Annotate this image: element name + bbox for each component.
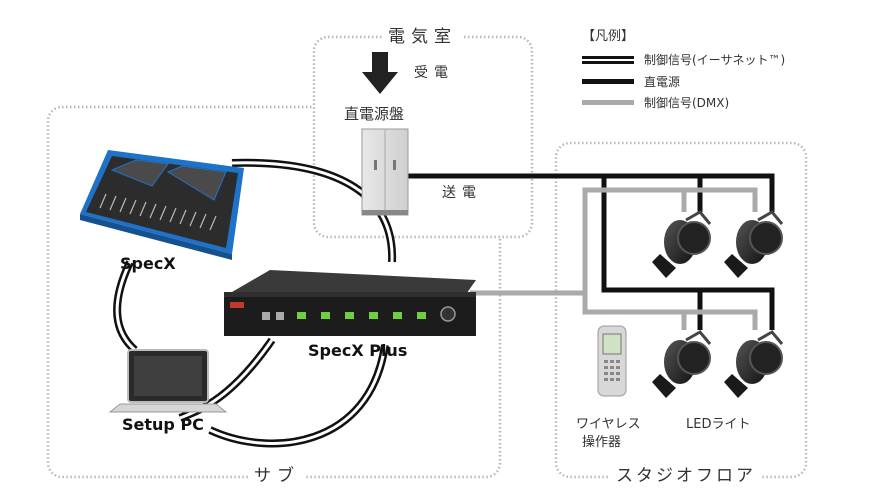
- setup-pc-label: Setup PC: [122, 415, 204, 434]
- legend-title: 【凡例】: [582, 29, 635, 44]
- dmx-lines: [470, 187, 758, 330]
- specx-label: SpecX: [120, 254, 176, 273]
- studio-room-title: スタジオフロア: [610, 468, 762, 485]
- legend-ethernet-label: 制御信号(イーサネット™): [644, 53, 786, 67]
- wireless-label-line2: 操作器: [582, 435, 622, 450]
- dc-panel-label: 直電源盤: [344, 105, 405, 123]
- dc-power-lines: [408, 173, 775, 330]
- send-power-label: 送電: [442, 185, 482, 201]
- specx-plus-unit: [224, 270, 476, 336]
- sub-room-title: サブ: [248, 468, 306, 485]
- specx-console: [80, 150, 244, 260]
- led-light-4: [724, 330, 784, 398]
- receive-power-arrow: [362, 52, 398, 94]
- legend-swatches: [582, 56, 634, 105]
- studio-room-border: [554, 141, 808, 479]
- wireless-controller: [597, 325, 627, 397]
- setup-pc-laptop: [108, 349, 228, 413]
- dc-power-panel: [361, 128, 409, 216]
- electric-room-title: 電気室: [382, 29, 463, 46]
- led-light-2: [724, 210, 784, 278]
- led-light-label: LEDライト: [686, 417, 751, 432]
- legend-dmx-label: 制御信号(DMX): [644, 96, 730, 110]
- receive-power-label: 受電: [414, 65, 454, 81]
- ethernet-ring: [113, 158, 397, 448]
- led-light-1: [652, 210, 712, 278]
- wireless-label-line1: ワイヤレス: [576, 417, 641, 432]
- led-light-3: [652, 330, 712, 398]
- legend-dc-power-label: 直電源: [644, 75, 681, 89]
- specx-plus-label: SpecX Plus: [308, 341, 408, 360]
